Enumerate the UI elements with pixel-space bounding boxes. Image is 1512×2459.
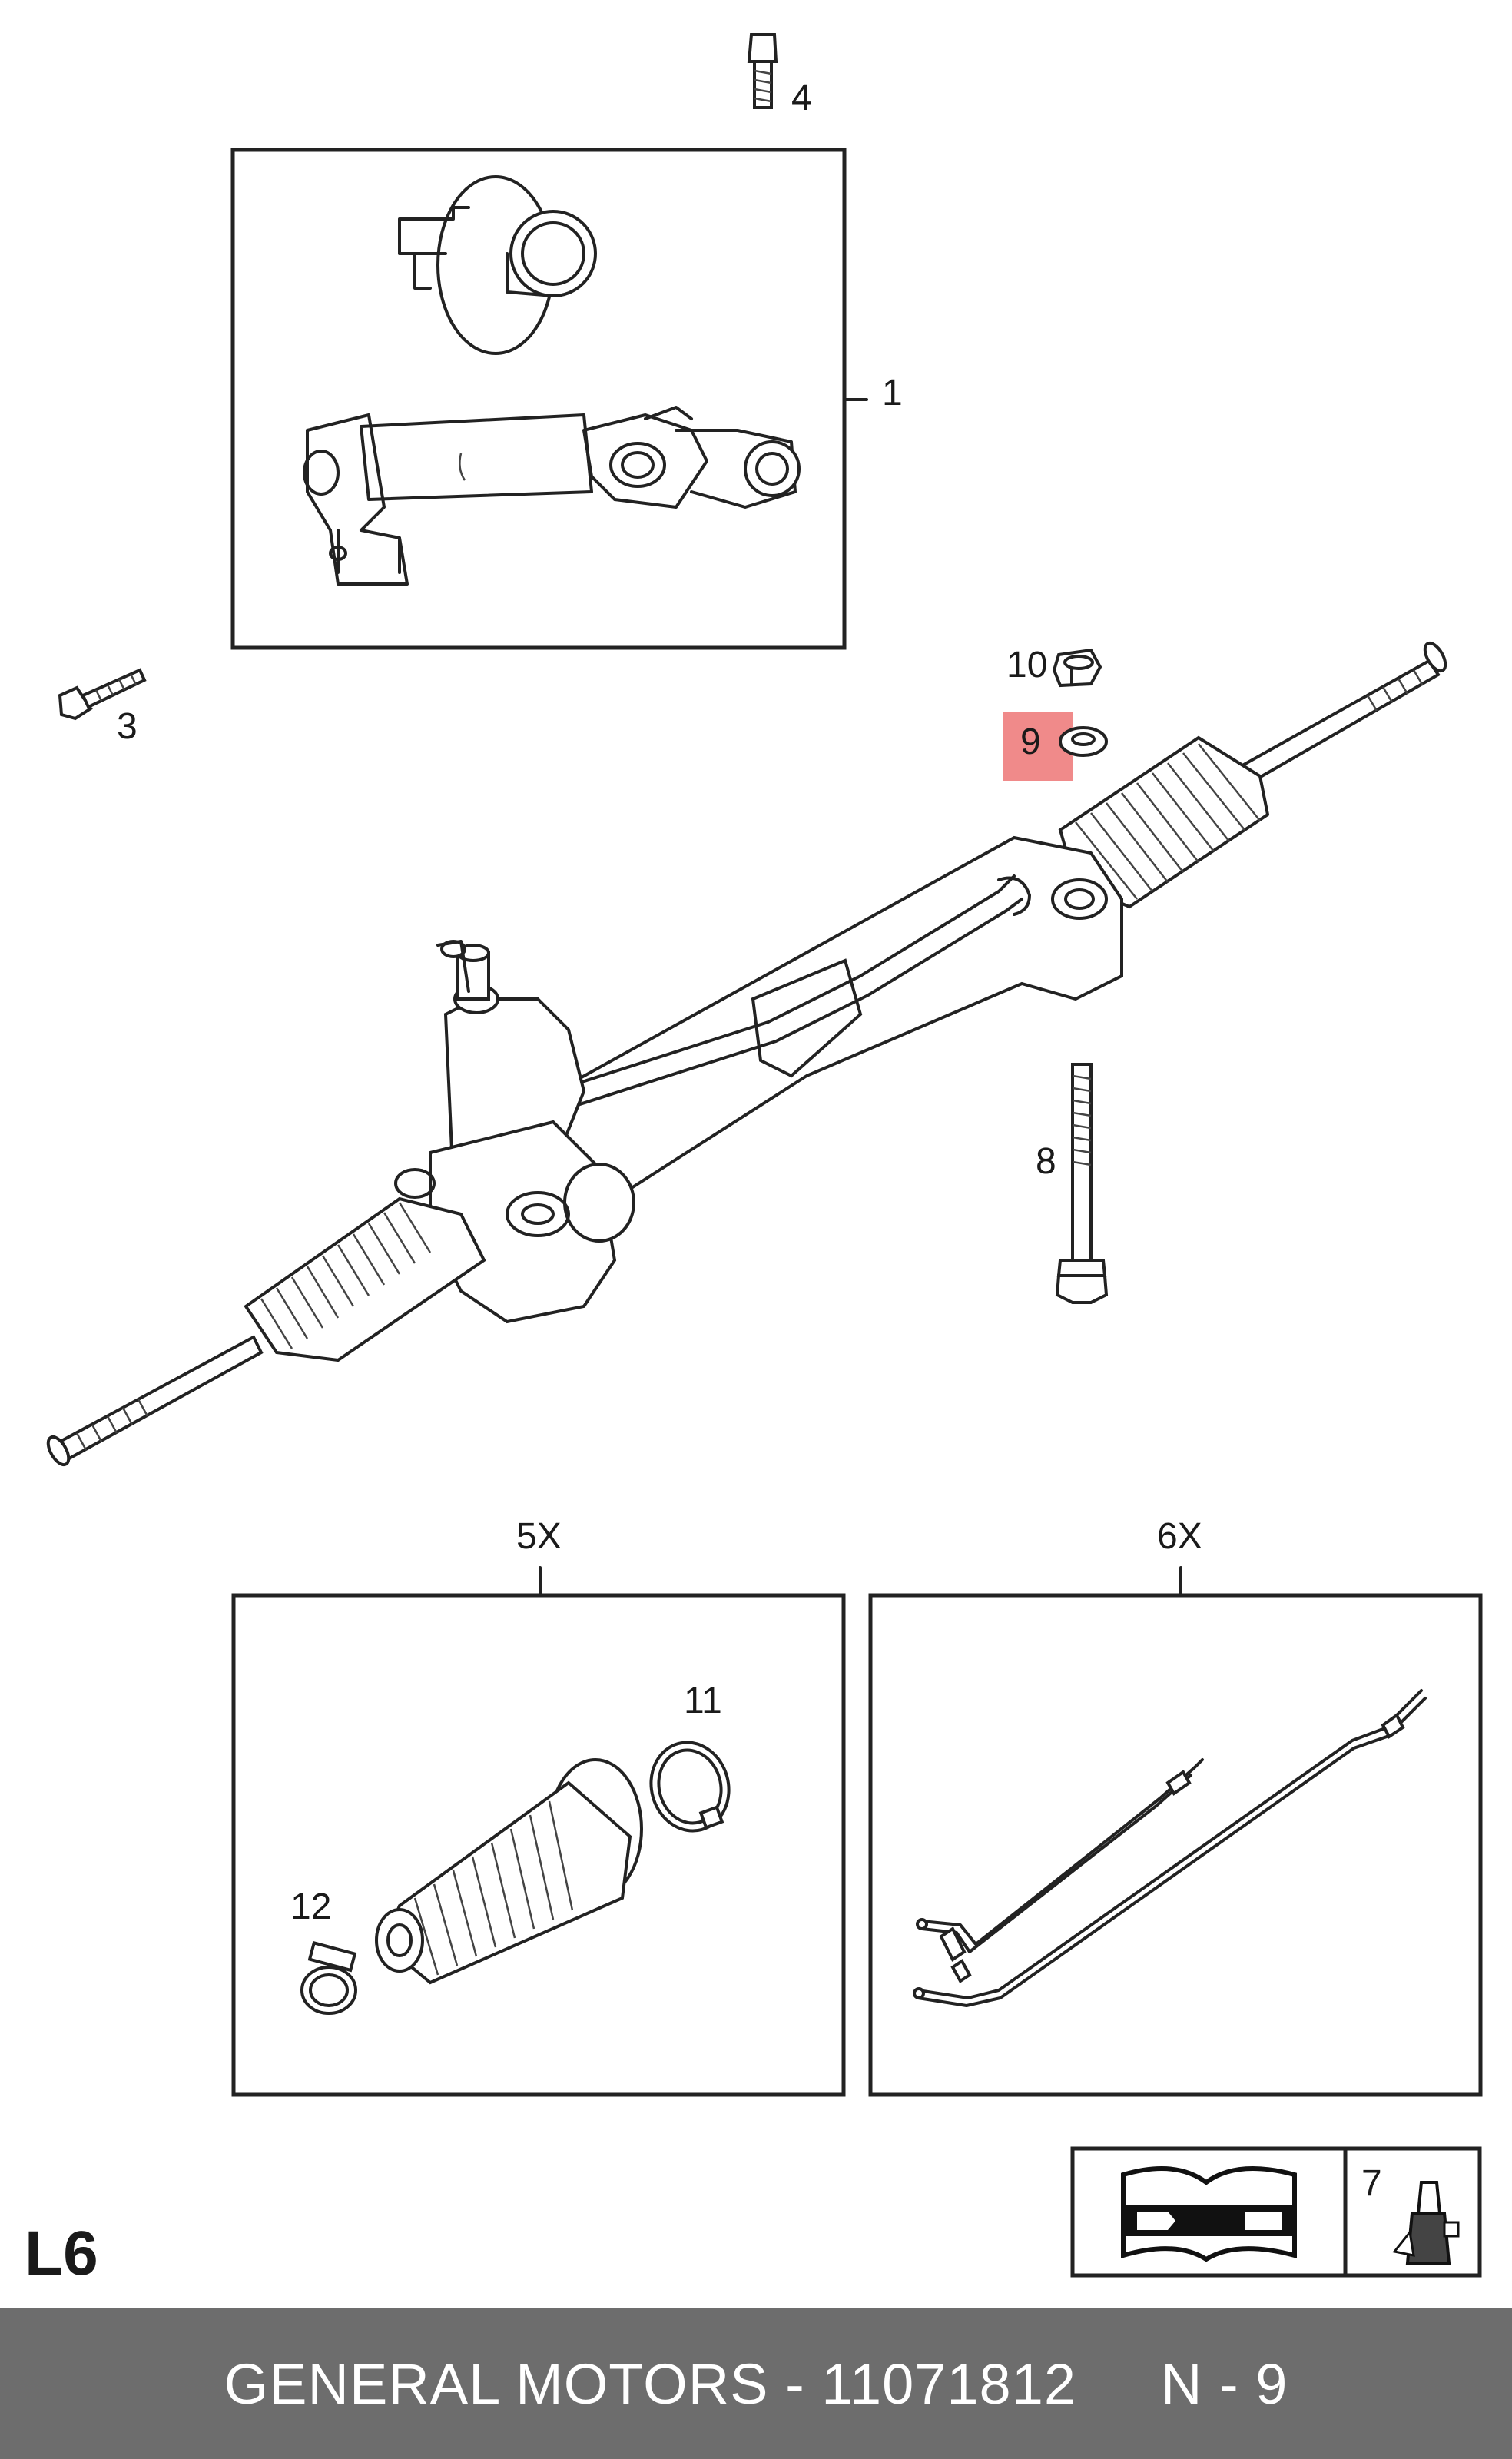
part-10-nut (1052, 648, 1102, 688)
boot-kit-frame (231, 1593, 846, 2097)
intermediate-shaft-boot (398, 175, 597, 355)
pipe-kit-frame (868, 1593, 1483, 2097)
footer-brand-part: GENERAL MOTORS - 11071812 (224, 2351, 1077, 2416)
callout-12: 12 (290, 1887, 332, 1927)
callout-5x: 5X (516, 1516, 562, 1557)
hydraulic-pipes (913, 1689, 1427, 2007)
callout-8: 8 (1036, 1141, 1056, 1182)
steering-rack-exploded-view (46, 33, 1483, 2278)
part-4-bolt (58, 668, 147, 721)
footer-bar: GENERAL MOTORS - 11071812 N - 9 (0, 2308, 1512, 2459)
part-11-clamp (649, 1741, 731, 1833)
callout-11: 11 (684, 1681, 722, 1721)
sealant-tube-icon (1392, 2181, 1460, 2265)
intermediate-shaft (303, 406, 801, 586)
parts-diagram: 4 1 3 10 9 8 5X 6X 11 12 7 (46, 33, 1483, 2278)
part-9-washer (1059, 726, 1108, 757)
section-code: L6 (25, 2218, 98, 2288)
steering-gear-housing (46, 641, 1447, 1467)
callout-1: 1 (882, 373, 903, 413)
callout-3: 4 (791, 78, 812, 118)
callout-7: 7 (1361, 2163, 1382, 2204)
callout-6x: 6X (1157, 1516, 1202, 1557)
footer-page-ref: N - 9 (1161, 2351, 1288, 2416)
legend-frame (1070, 2146, 1482, 2278)
part-12-clamp (300, 1940, 357, 2015)
bellows-boot (375, 1758, 643, 1985)
part-8-bolt (1055, 1063, 1109, 1304)
service-manual-icon (1121, 2166, 1297, 2262)
part-3-bolt (747, 33, 778, 109)
callout-10: 10 (1006, 645, 1048, 685)
callout-9: 9 (1020, 722, 1041, 762)
callout-4: 3 (117, 706, 138, 747)
